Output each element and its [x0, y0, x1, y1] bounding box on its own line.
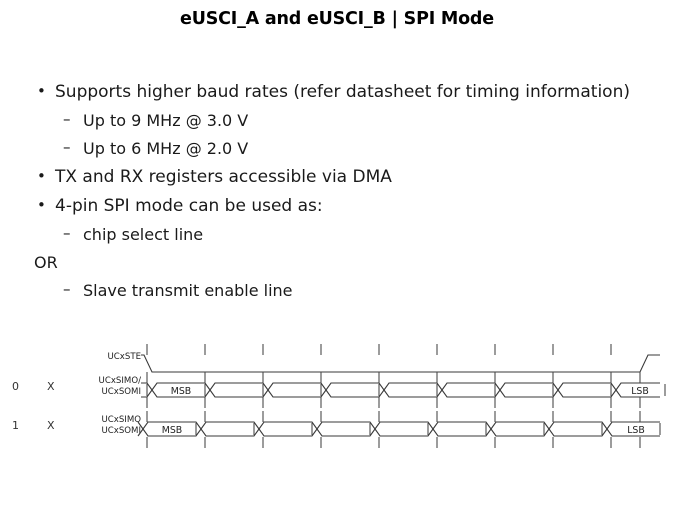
row1-first-bit-label: MSB [162, 425, 182, 436]
row1-signal-label-line1: UCxSIMO [101, 415, 141, 425]
row0-signal-label-line1: UCxSIMO/ [99, 376, 142, 386]
row0-waveform [141, 382, 660, 398]
list-item: – Slave transmit enable line [34, 280, 654, 300]
bullet-marker: • [37, 196, 46, 214]
row1-signal-label-line2: UCxSOMI [101, 426, 141, 436]
row1-last-bit-label: LSB [627, 425, 645, 436]
list-item-text: 4-pin SPI mode can be used as: [55, 196, 323, 216]
bullet-marker: – [63, 280, 71, 298]
row1-phase-bit: X [47, 419, 55, 432]
page-title: eUSCI_A and eUSCI_B | SPI Mode [180, 9, 494, 29]
bullet-marker: – [63, 224, 71, 242]
list-item-text: Supports higher baud rates (refer datash… [55, 82, 630, 102]
strobe-signal-label: UCxSTE [107, 352, 141, 362]
list-item: – Up to 6 MHz @ 2.0 V [34, 138, 654, 158]
row0-signal-label-line2: UCxSOMI [101, 387, 141, 397]
list-item-text: Up to 6 MHz @ 2.0 V [83, 139, 249, 158]
bullet-marker: – [63, 110, 71, 128]
bullet-marker: • [37, 167, 46, 185]
list-item-text: chip select line [83, 225, 204, 244]
list-item-text: Slave transmit enable line [83, 281, 293, 300]
row1-mode-bit: 1 [12, 419, 19, 432]
list-item-text: Up to 9 MHz @ 3.0 V [83, 111, 249, 130]
strobe-waveform [141, 354, 660, 373]
list-item: – Up to 9 MHz @ 3.0 V [34, 110, 654, 130]
row0-first-bit-label: MSB [171, 386, 191, 397]
list-item: • 4-pin SPI mode can be used as: [34, 198, 654, 215]
bullet-marker: – [63, 138, 71, 156]
row1-waveform [137, 421, 660, 437]
list-item: • TX and RX registers accessible via DMA [34, 169, 654, 186]
row0-phase-bit: X [47, 380, 55, 393]
list-item-text: OR [34, 253, 58, 272]
row0-mode-bit: 0 [12, 380, 19, 393]
spi-timing-diagram: 0 X 1 X UCxSTE UCxSIMO/ UCxSOMI UCxSIMO … [0, 338, 674, 458]
bullet-list: • Supports higher baud rates (refer data… [34, 84, 654, 311]
list-item-or: OR [34, 255, 654, 271]
row0-last-bit-label: LSB [631, 386, 649, 397]
clock-edge-ticks [146, 344, 666, 448]
list-item: • Supports higher baud rates (refer data… [34, 84, 654, 101]
list-item-text: TX and RX registers accessible via DMA [55, 167, 392, 187]
list-item: – chip select line [34, 224, 654, 244]
bullet-marker: • [37, 82, 46, 100]
